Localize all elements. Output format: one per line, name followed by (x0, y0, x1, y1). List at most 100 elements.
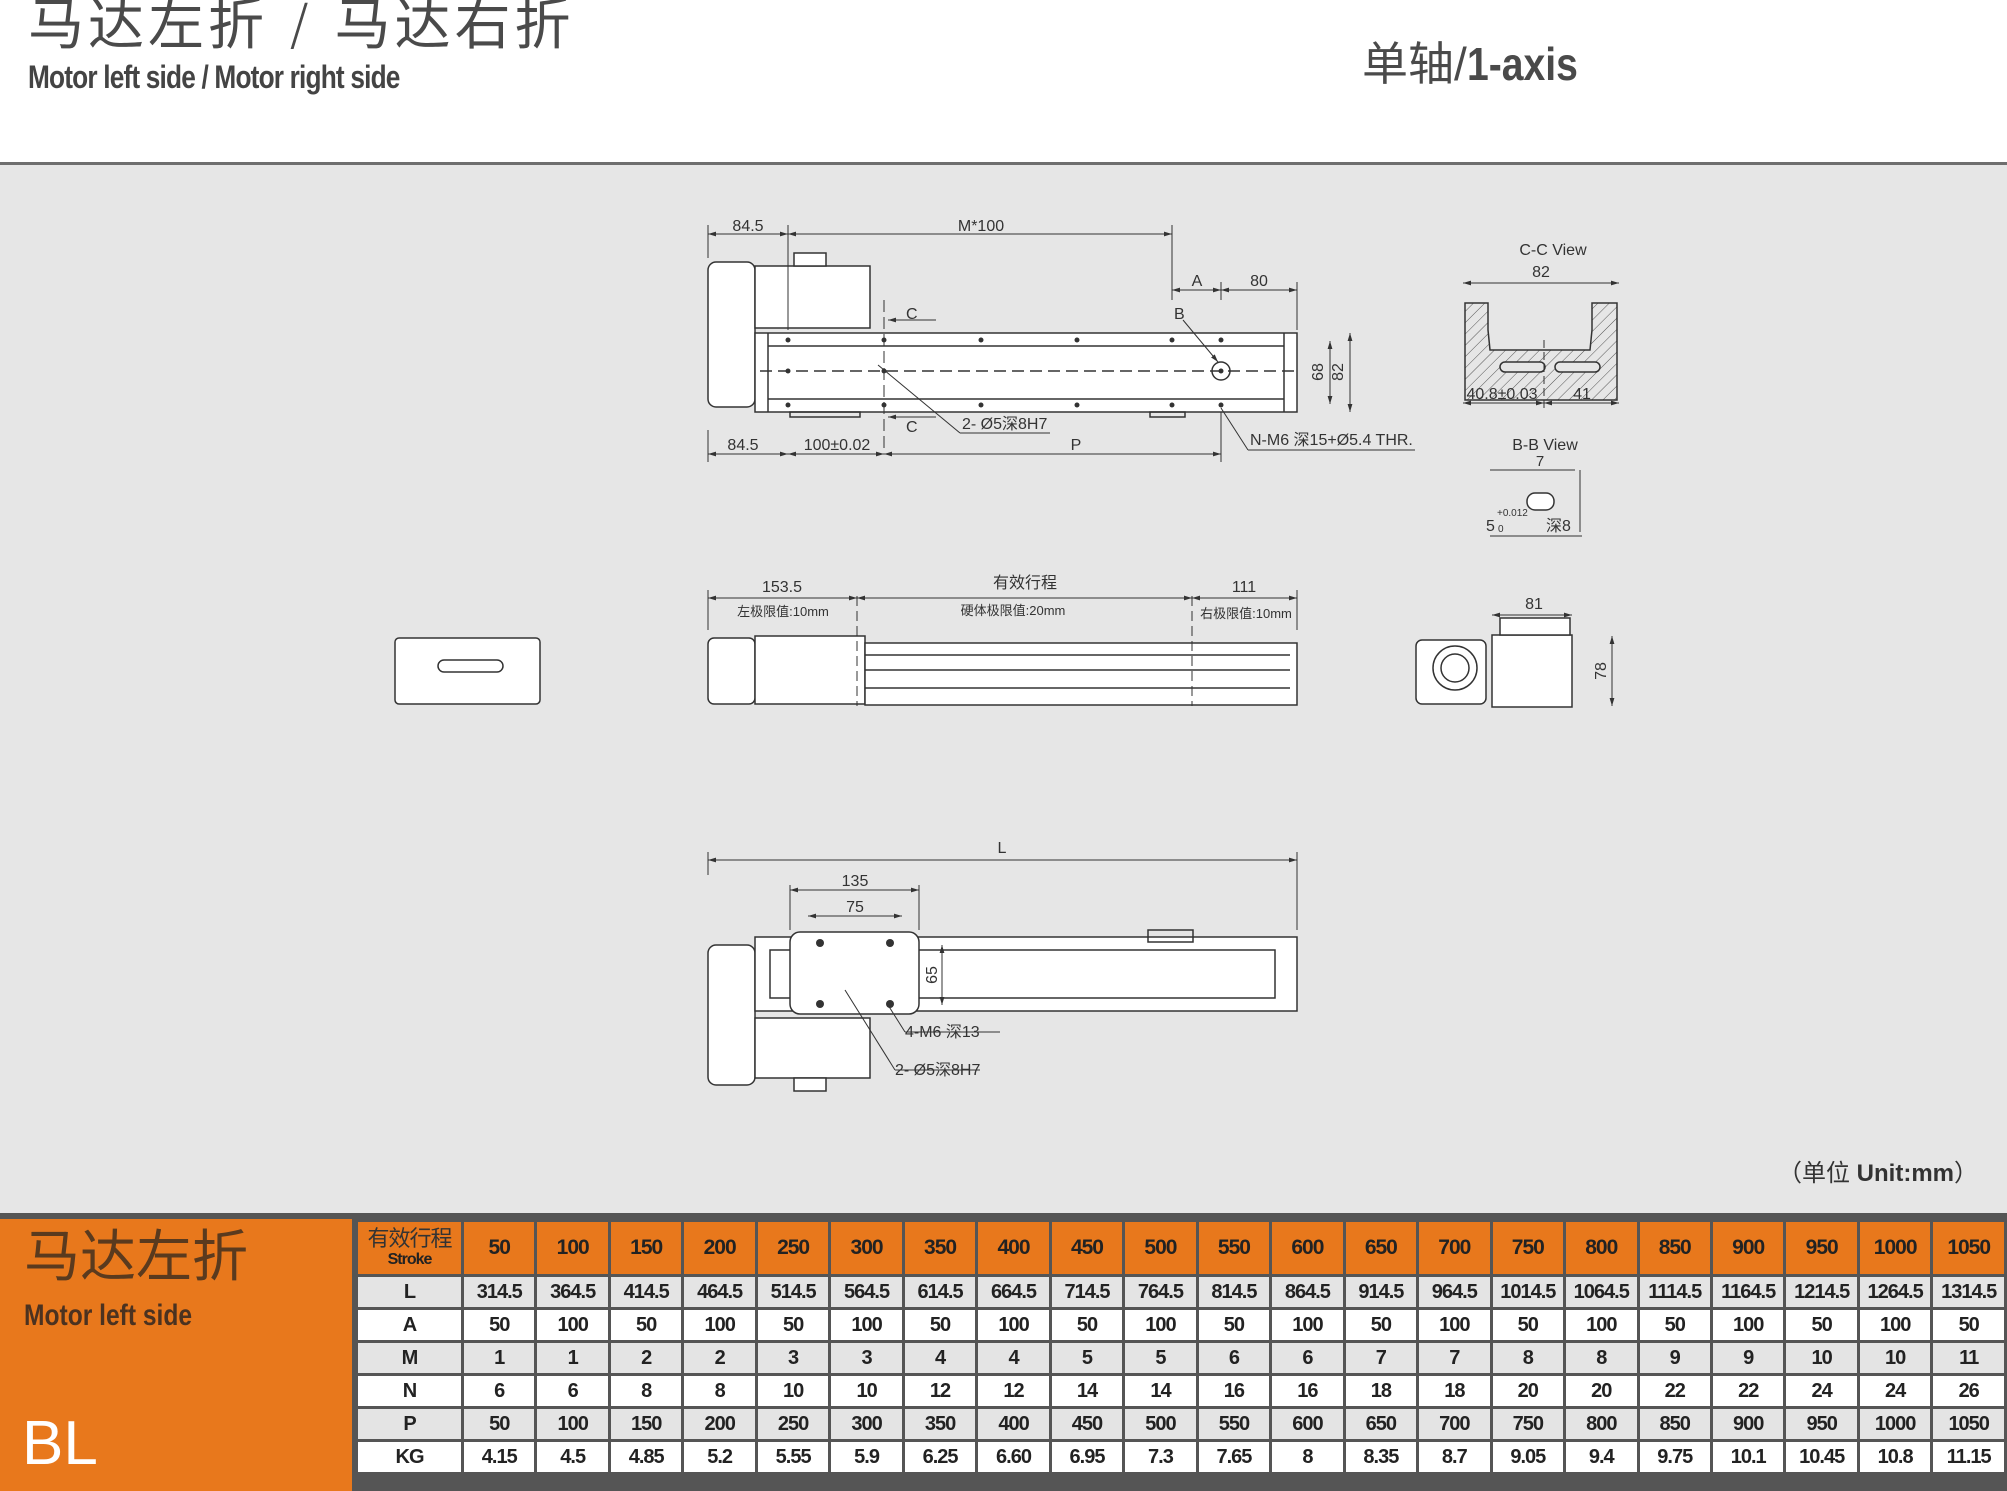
table-cell: 5 (1122, 1340, 1199, 1376)
label-c-top: C (906, 306, 918, 323)
table-cell: 20 (1563, 1373, 1640, 1409)
stroke-cell: 450 (1048, 1219, 1126, 1277)
row-label: M (355, 1340, 464, 1376)
table-cell: 5.55 (754, 1439, 832, 1475)
table-cell: 7 (1416, 1340, 1493, 1376)
table-cell: 10.8 (1856, 1439, 1934, 1475)
bb-dim-7: 7 (1536, 453, 1544, 470)
table-cell: 20 (1489, 1373, 1567, 1409)
right-limit-note: 右极限值:10mm (1200, 606, 1292, 621)
table-cell: 750 (1489, 1406, 1567, 1442)
table-cell: 7 (1342, 1340, 1420, 1376)
dim-153-5: 153.5 (762, 579, 802, 596)
table-cell: 1264.5 (1856, 1274, 1934, 1310)
table-cell: 14 (1122, 1373, 1199, 1409)
table-cell: 1014.5 (1489, 1274, 1567, 1310)
technical-drawing: 84.5 M*100 A 80 B C C 68 82 84.5 100±0.0… (0, 165, 2007, 1213)
top-view: 84.5 M*100 A 80 B C C 68 82 84.5 100±0.0… (707, 218, 1415, 462)
model-label-en: Motor left side (24, 1299, 193, 1332)
stroke-cell: 1050 (1930, 1219, 2007, 1277)
table-cell: 414.5 (607, 1274, 685, 1310)
table-cell: 2 (607, 1340, 685, 1376)
table-cell: 900 (1709, 1406, 1787, 1442)
model-label-block: 马达左折 Motor left side BL (0, 1219, 352, 1491)
table-cell: 950 (1783, 1406, 1860, 1442)
table-cell: 11.15 (1930, 1439, 2007, 1475)
stroke-cell: 800 (1563, 1219, 1640, 1277)
dim-135: 135 (842, 873, 869, 890)
table-cell: 10.1 (1709, 1439, 1787, 1475)
table-cell: 714.5 (1048, 1274, 1126, 1310)
dim-68: 68 (1310, 363, 1327, 381)
table-cell: 12 (975, 1373, 1052, 1409)
title-chinese: 马达左折 / 马达右折 (28, 0, 575, 58)
table-cell: 9 (1709, 1340, 1787, 1376)
table-cell: 50 (1636, 1307, 1713, 1343)
table-cell: 50 (1930, 1307, 2007, 1343)
table-cell: 1 (460, 1340, 538, 1376)
table-cell: 4 (901, 1340, 979, 1376)
table-cell: 814.5 (1195, 1274, 1273, 1310)
hard-limit-note: 硬体极限值:20mm (961, 603, 1066, 618)
table-cell: 50 (1195, 1307, 1273, 1343)
table-cell: 8 (607, 1373, 685, 1409)
dim-bottom-84-5: 84.5 (727, 437, 758, 454)
row-label: L (355, 1274, 464, 1310)
stroke-cell: 700 (1416, 1219, 1493, 1277)
cc-view: C-C View 82 40.8±0.03 41 (1463, 242, 1619, 410)
table-cell: 10 (828, 1373, 905, 1409)
table-cell: 150 (607, 1406, 685, 1442)
model-code: BL (22, 1409, 98, 1478)
table-cell: 100 (1122, 1307, 1199, 1343)
dim-111: 111 (1232, 579, 1256, 596)
axis-label: 单轴/1-axis (1362, 38, 1597, 90)
table-cell: 16 (1195, 1373, 1273, 1409)
table-cell: 600 (1269, 1406, 1346, 1442)
stroke-cell: 250 (754, 1219, 832, 1277)
table-cell: 4.5 (534, 1439, 611, 1475)
table-cell: 50 (460, 1406, 538, 1442)
stroke-cell: 850 (1636, 1219, 1713, 1277)
table-cell: 350 (901, 1406, 979, 1442)
table-cell: 9 (1636, 1340, 1713, 1376)
axis-label-cn: 单轴/ (1362, 38, 1467, 90)
table-cell: 22 (1636, 1373, 1713, 1409)
table-cell: 9.75 (1636, 1439, 1713, 1475)
table-cell: 1000 (1856, 1406, 1934, 1442)
stroke-label-cn: 有效行程 (367, 1226, 452, 1251)
table-cell: 18 (1416, 1373, 1493, 1409)
stroke-cell: 350 (901, 1219, 979, 1277)
note-thread: N-M6 深15+Ø5.4 THR. (1250, 431, 1413, 449)
unit-note: （单位 Unit:mm） (1778, 1160, 1978, 1188)
table-cell: 3 (828, 1340, 905, 1376)
cc-dim-40-8: 40.8±0.03 (1466, 386, 1537, 403)
stroke-cell: 200 (681, 1219, 758, 1277)
table-cell: 850 (1636, 1406, 1713, 1442)
table-cell: 100 (534, 1406, 611, 1442)
bb-dim-5: 5 (1486, 518, 1495, 535)
table-cell: 3 (754, 1340, 832, 1376)
table-cell: 4 (975, 1340, 1052, 1376)
table-cell: 6.25 (901, 1439, 979, 1475)
table-cell: 400 (975, 1406, 1052, 1442)
table-cell: 800 (1563, 1406, 1640, 1442)
table-cell: 16 (1269, 1373, 1346, 1409)
row-label: A (355, 1307, 464, 1343)
table-cell: 314.5 (460, 1274, 538, 1310)
table-cell: 250 (754, 1406, 832, 1442)
bb-view: B-B View 7 5 +0.012 0 深8 (1486, 437, 1582, 537)
unit-en: Unit:mm (1856, 1160, 1954, 1187)
dim-motor-offset: 84.5 (732, 218, 763, 235)
note-pin-holes-bottom: 2- Ø5深8H7 (895, 1061, 980, 1079)
stroke-cell: 500 (1122, 1219, 1199, 1277)
dim-l: L (998, 840, 1007, 857)
table-cell: 24 (1856, 1373, 1934, 1409)
table-cell: 100 (1856, 1307, 1934, 1343)
stroke-cell: 100 (534, 1219, 611, 1277)
table-cell: 5.9 (828, 1439, 905, 1475)
cc-dim-41: 41 (1573, 386, 1591, 403)
